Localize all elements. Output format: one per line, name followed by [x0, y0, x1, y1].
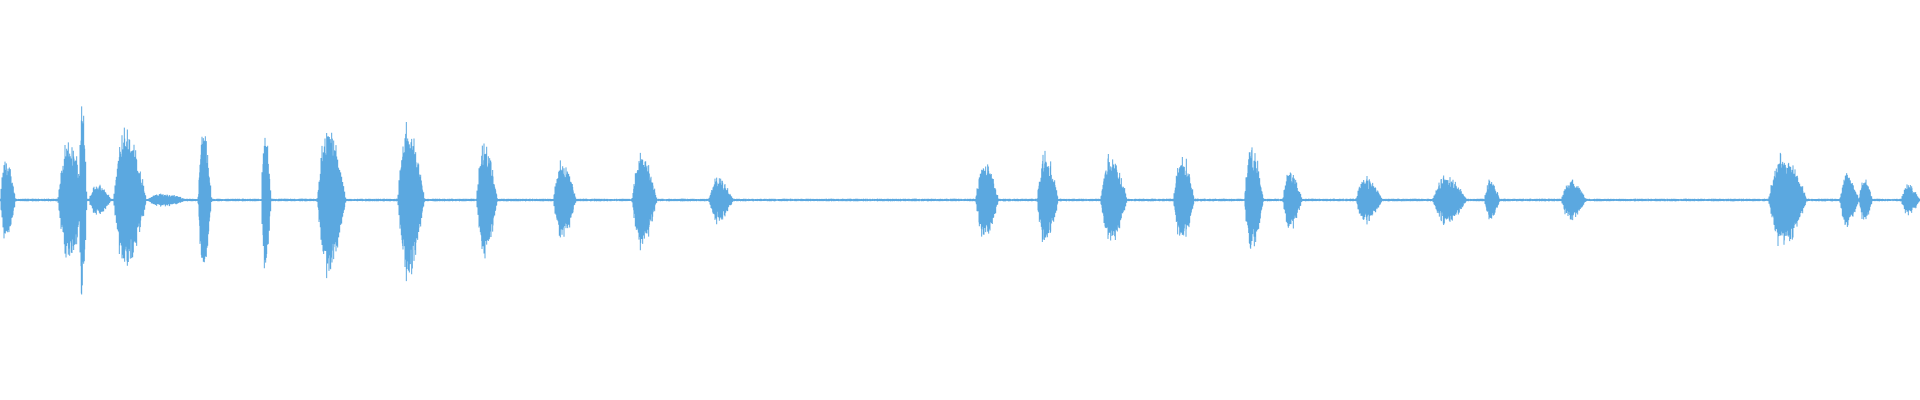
waveform-trace [0, 106, 1920, 295]
